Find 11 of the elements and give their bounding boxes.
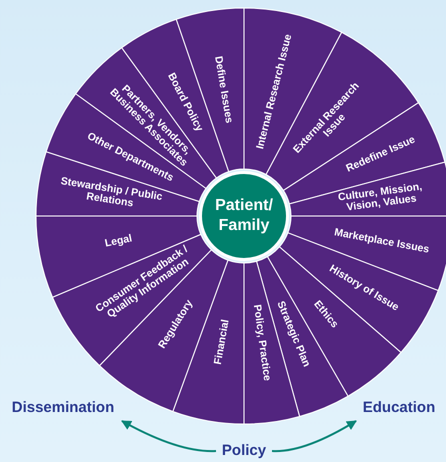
curved-arrow xyxy=(121,420,216,452)
segment-label: Define Issues xyxy=(212,55,234,124)
segment-label: Legal xyxy=(104,233,134,250)
text-label: Education xyxy=(362,398,436,418)
text-label: Policy xyxy=(222,440,266,461)
text-label: Dissemination xyxy=(12,398,114,418)
segment-label: Financial xyxy=(212,318,232,366)
center-label: Patient/ Family xyxy=(214,196,274,236)
curved-arrow xyxy=(272,420,357,452)
segment-label: Policy, Practice xyxy=(250,304,272,382)
segment-label: Culture, Mission, Vision, Values xyxy=(336,180,424,216)
